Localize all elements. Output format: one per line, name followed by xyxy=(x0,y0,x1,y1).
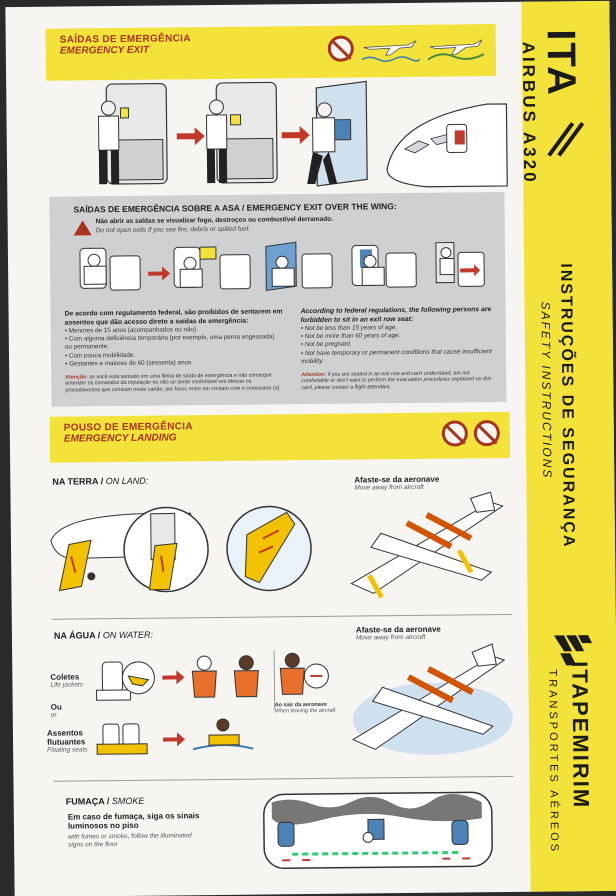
wing-step-3 xyxy=(265,241,333,292)
emergency-exit-banner: SAÍDAS DE EMERGÊNCIA EMERGENCY EXIT xyxy=(45,24,497,81)
door-exit-illustration xyxy=(97,80,508,188)
wing-step-1 xyxy=(79,247,141,291)
aircraft-nose xyxy=(386,103,508,188)
brand-name: ITAPEMIRIM xyxy=(567,661,594,810)
arrow-right-icon xyxy=(148,266,171,281)
brand-subtitle: TRANSPORTES AÉREOS xyxy=(546,669,561,855)
life-jackets-pt: Coletes xyxy=(50,672,80,682)
aircraft-evacuation-land xyxy=(350,491,504,599)
attention-text-pt: se você está sentado em uma fileira de s… xyxy=(65,372,281,394)
person-life-jacket-2 xyxy=(233,655,259,698)
door-step-3 xyxy=(307,80,368,187)
on-water-heading-en: ON WATER: xyxy=(102,629,154,641)
safety-title-pt: INSTRUÇÕES DE SEGURANÇA xyxy=(557,263,578,549)
wing-exit-title: SAÍDAS DE EMERGÊNCIA SOBRE A ASA / EMERG… xyxy=(73,201,397,215)
smoke-cloud xyxy=(271,794,482,825)
on-land-heading-pt: NA TERRA / xyxy=(52,476,104,487)
exit-row-item-pt: • Gestantes e maiores de 60 (sessenta) a… xyxy=(65,358,193,368)
attention-note-en: Attention: if you are seated in an exit … xyxy=(301,370,496,392)
aircraft-evacuation-water xyxy=(351,643,513,755)
yellow-sidebar: ITA AIRBUS A320 INSTRUÇÕES DE SEGURANÇA … xyxy=(518,0,616,892)
or-label: Ou or xyxy=(51,703,62,720)
door-step-2 xyxy=(205,81,278,184)
exit-row-item-en: • Not have temporary or permanent condit… xyxy=(300,347,492,365)
life-jackets-en: Life jackets xyxy=(50,681,84,689)
exit-row-rules-en: According to federal regulations, the fo… xyxy=(301,306,497,392)
on-water-heading-pt: NA ÁGUA / xyxy=(53,630,101,641)
safety-card: ITA AIRBUS A320 INSTRUÇÕES DE SEGURANÇA … xyxy=(5,0,616,896)
smoke-instructions: Em caso de fumaça, siga os sinais lumino… xyxy=(68,811,203,849)
person-inflating-jacket xyxy=(279,652,329,695)
slide-detail-circle xyxy=(123,506,209,593)
aircraft-model: AIRBUS A320 xyxy=(518,41,540,185)
life-jackets-label: Coletes Life jackets xyxy=(50,672,83,689)
emergency-landing-banner: POUSO DE EMERGÊNCIA EMERGENCY LANDING xyxy=(49,411,511,463)
itapemirim-logo-mark-icon xyxy=(553,635,593,666)
attention-text-en: if you are seated in an exit row and can… xyxy=(301,369,492,392)
wing-exit-panel: SAÍDAS DE EMERGÊNCIA SOBRE A ASA / EMERG… xyxy=(49,191,507,407)
banner-icons xyxy=(441,420,500,447)
wing-warning-en: Do not open exits if you see fire, debri… xyxy=(95,225,251,235)
move-away-pt: Afaste-se da aeronave xyxy=(354,474,440,485)
attention-label-pt: Atenção: xyxy=(65,373,88,381)
ita-logo: ITA xyxy=(538,29,584,98)
exit-row-rules-pt: De acordo com regulamento federal, são p… xyxy=(65,308,284,394)
on-land-heading: NA TERRA / ON LAND: xyxy=(52,476,148,487)
smoke-heading: FUMAÇA / SMOKE xyxy=(66,796,145,807)
smoke-heading-en: SMOKE xyxy=(111,795,145,807)
wing-step-4 xyxy=(351,244,417,288)
arrow-right-icon xyxy=(281,126,310,145)
smoke-text-pt: Em caso de fumaça, siga os sinais lumino… xyxy=(67,811,200,832)
smoke-cabin-illustration xyxy=(263,791,493,870)
person-floating xyxy=(192,718,254,751)
exit-row-heading-pt: De acordo com regulamento federal, são p… xyxy=(64,308,283,327)
crouching-person xyxy=(362,831,374,843)
smoke-heading-pt: FUMAÇA / xyxy=(65,796,110,807)
on-land-heading-en: ON LAND: xyxy=(105,475,149,487)
move-away-caption-land: Afaste-se da aeronave Move away from air… xyxy=(354,475,439,492)
wing-warning-pt: Não abrir as saídas se visualizar fogo, … xyxy=(95,215,333,226)
warning-icon xyxy=(73,220,92,236)
no-baggage-icon xyxy=(441,420,468,447)
wing-step-5 xyxy=(435,241,485,287)
smoke-text-en: with fumes or smoke, follow the illumina… xyxy=(68,832,192,849)
plane-over-water-icon xyxy=(361,39,420,62)
plane-over-land-icon xyxy=(427,39,485,61)
floor-path-lights xyxy=(292,850,463,856)
move-away-en: Move away from aircraft xyxy=(354,483,424,492)
wing-exit-illustration xyxy=(79,241,485,292)
safety-title-en: SAFETY INSTRUCTIONS xyxy=(538,301,555,480)
ita-logo-mark-icon xyxy=(547,121,585,157)
door-step-1 xyxy=(97,82,168,185)
move-away-pt: Afaste-se da aeronave xyxy=(355,624,441,635)
exit-row-heading-en: According to federal regulations, the fo… xyxy=(300,306,492,324)
divider xyxy=(53,775,514,782)
divider xyxy=(51,613,512,620)
on-water-heading: NA ÁGUA / ON WATER: xyxy=(54,630,153,641)
no-smoking-icon xyxy=(327,35,354,62)
no-heels-icon xyxy=(473,420,500,447)
attention-note-pt: Atenção: se você está sentado em uma fil… xyxy=(65,372,283,395)
person-life-jacket-1 xyxy=(191,655,217,698)
arrow-right-icon xyxy=(162,670,185,685)
slide-inflation-circle xyxy=(226,505,312,592)
floating-seat xyxy=(96,723,186,755)
banner-icons xyxy=(327,32,486,64)
wing-step-2 xyxy=(173,246,251,290)
arrow-right-icon xyxy=(176,127,205,146)
on-land-illustration xyxy=(50,491,504,599)
floating-seats-pt: Assentos flutuantes xyxy=(46,728,86,747)
on-water-illustration xyxy=(96,643,513,755)
attention-label-en: Attention: xyxy=(301,371,327,378)
seat-life-jacket xyxy=(96,661,155,701)
or-en: or xyxy=(50,711,57,719)
or-pt: Ou xyxy=(50,702,62,712)
